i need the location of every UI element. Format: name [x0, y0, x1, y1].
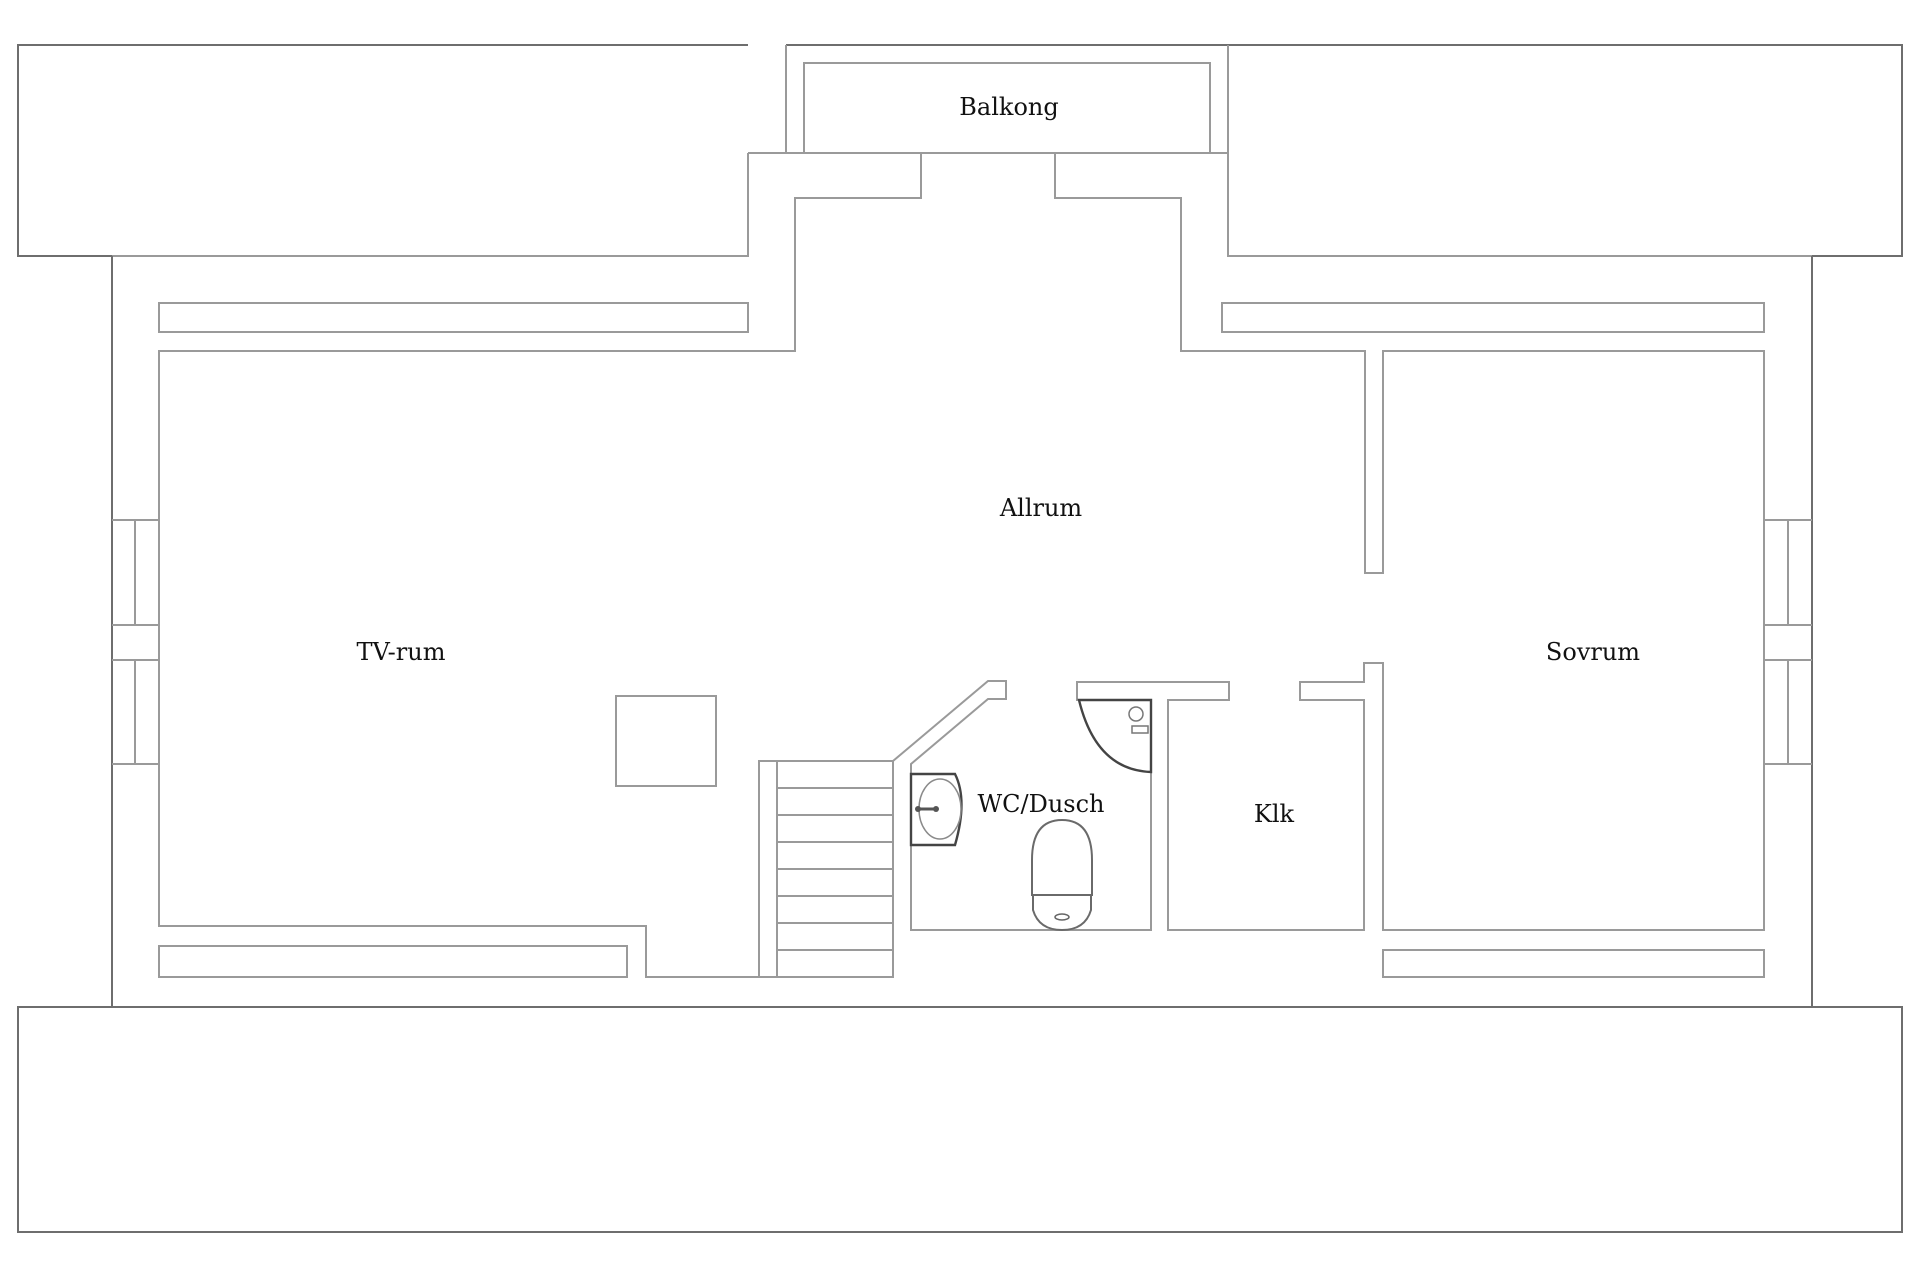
room-label-allrum: Allrum [999, 494, 1083, 522]
chimney [615, 695, 717, 787]
room-label-balkong: Balkong [959, 93, 1059, 121]
window-right [1764, 519, 1812, 765]
bottom-eave [17, 1006, 1903, 1233]
window-left [112, 519, 159, 765]
toilet [1031, 818, 1093, 932]
knee-wall-strips [158, 302, 1765, 978]
room-label-wc-dusch: WC/Dusch [977, 790, 1105, 818]
balcony [748, 44, 1229, 154]
corner-shower [1077, 698, 1153, 774]
top-eave-left [17, 44, 749, 257]
room-label-tv-rum: TV-rum [356, 638, 446, 666]
top-eave-right [1227, 44, 1903, 257]
room-label-sovrum: Sovrum [1545, 638, 1641, 666]
wash-basin [909, 772, 963, 847]
stairs [758, 680, 1007, 978]
room-label-klk: Klk [1253, 800, 1295, 828]
upper-interior-walls [158, 153, 1765, 978]
outer-side-walls [111, 256, 1813, 1007]
